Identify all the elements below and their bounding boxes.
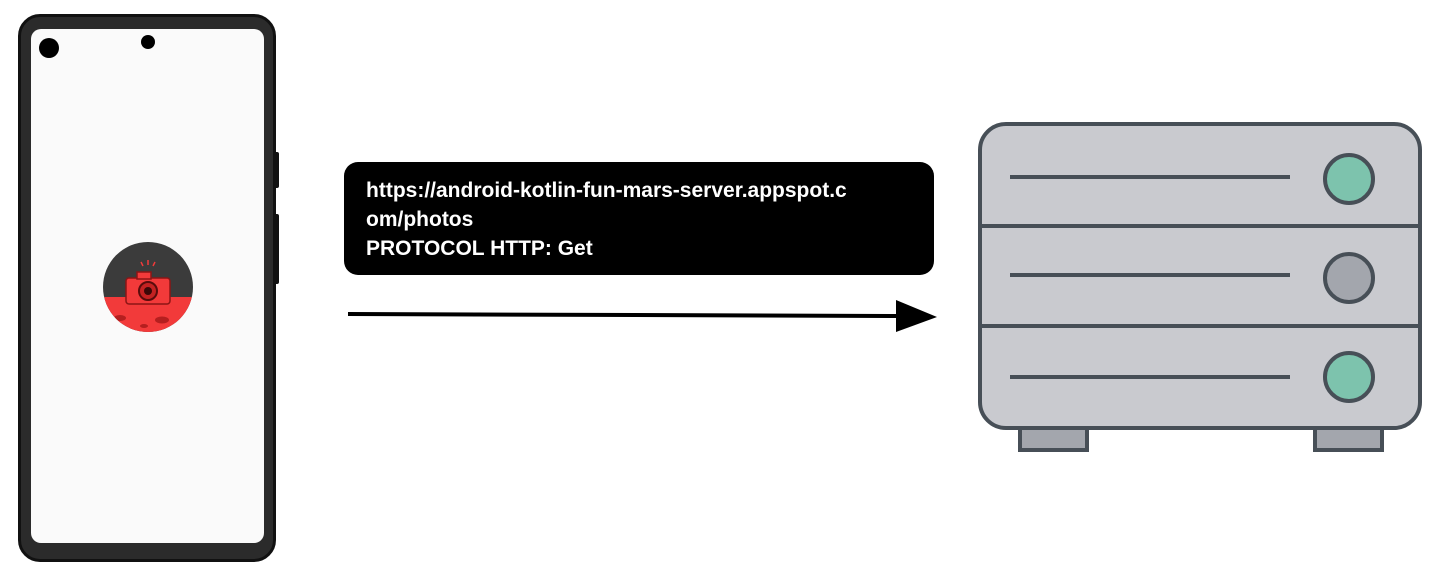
request-url-line-1: https://android-kotlin-fun-mars-server.a… — [366, 179, 847, 202]
http-request-box: https://android-kotlin-fun-mars-server.a… — [344, 162, 934, 275]
phone-power-button — [274, 152, 279, 188]
request-protocol: PROTOCOL HTTP: Get — [366, 237, 593, 260]
front-camera-icon — [141, 35, 155, 49]
status-dot-icon — [39, 38, 59, 58]
phone-screen — [31, 29, 264, 543]
request-url-line-2: om/photos — [366, 208, 474, 231]
phone-volume-button — [274, 214, 279, 284]
